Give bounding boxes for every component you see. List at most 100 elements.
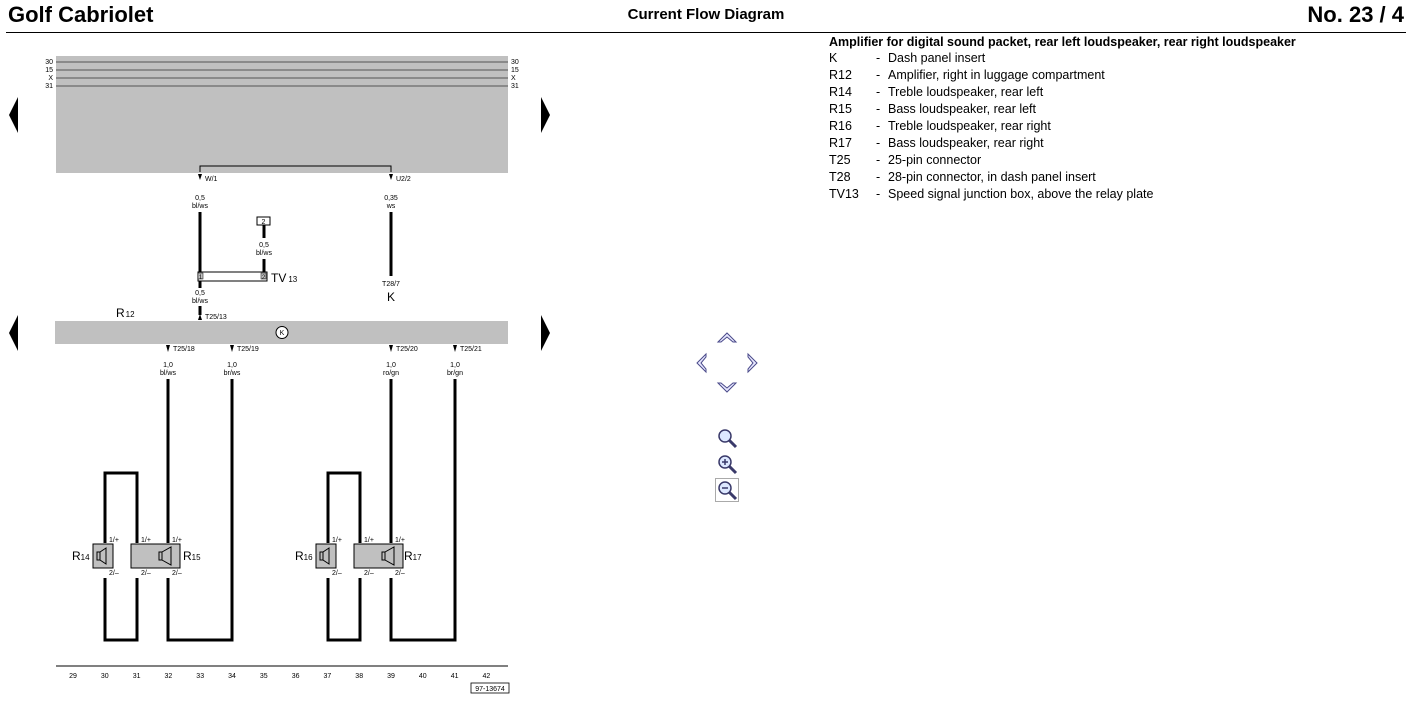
wire-color-w1: bl/ws (192, 203, 208, 210)
bus-label-30-right: 30 (511, 59, 519, 66)
legend-code: K (829, 51, 838, 65)
speaker-r16-label: R16 (295, 549, 313, 563)
legend-item: R17-Bass loudspeaker, rear right (829, 136, 1044, 150)
pan-left-icon[interactable] (694, 352, 708, 374)
wire-size-t25-21: 1,0 (450, 362, 460, 369)
speaker-r17-pin-top-a: 1/+ (364, 537, 374, 544)
wire-color-u22: ws (386, 203, 396, 210)
wiring-diagram: 30 15 X 31 30 15 X 31 W/1 0,5 bl/ws U2/2… (45, 56, 519, 694)
pin-t25-21: T25/21 (460, 346, 482, 353)
power-bus-lines (56, 61, 508, 87)
bus-label-x-left: X (48, 75, 53, 82)
grid-number: 30 (101, 673, 109, 680)
internal-connection (199, 165, 392, 172)
nav-right-icon[interactable] (539, 315, 551, 351)
nav-left-icon[interactable] (8, 97, 20, 133)
grid-number: 36 (292, 673, 300, 680)
legend-description: Bass loudspeaker, rear right (888, 136, 1044, 150)
speaker-r17: R17 1/+ 1/+ 2/– 2/– (353, 537, 422, 577)
legend-item: R12-Amplifier, right in luggage compartm… (829, 68, 1105, 82)
legend-code: R14 (829, 85, 852, 99)
legend-code: T25 (829, 153, 851, 167)
grid-number: 39 (387, 673, 395, 680)
pin-w1: W/1 (205, 176, 218, 183)
wire-size-tv13: 0,5 (259, 242, 269, 249)
legend-item: K-Dash panel insert (829, 51, 986, 65)
wire-color-t25-20: ro/gn (383, 370, 399, 377)
wire-size-u22: 0,35 (384, 195, 398, 202)
zoom-out-icon[interactable] (715, 478, 739, 502)
grid-number: 35 (260, 673, 268, 680)
speaker-r14-pin-bottom: 2/– (109, 570, 119, 577)
pin-t25-20: T25/20 (396, 346, 418, 353)
zoom-icon[interactable] (715, 426, 739, 450)
grid-number: 38 (355, 673, 363, 680)
zoom-in-icon[interactable] (715, 452, 739, 476)
legend-description: Treble loudspeaker, rear right (888, 119, 1051, 133)
speaker-r16: R16 1/+ 2/– (295, 537, 342, 577)
legend-description: Bass loudspeaker, rear left (888, 102, 1036, 116)
component-r12-label: R12 (116, 306, 135, 320)
speaker-r17-pin-bottom-b: 2/– (395, 570, 405, 577)
diagram-type-title: Current Flow Diagram (627, 6, 785, 23)
grid-number: 32 (165, 673, 173, 680)
nav-left-icon[interactable] (8, 315, 20, 351)
speaker-r14-pin-top: 1/+ (109, 537, 119, 544)
grid-number: 37 (324, 673, 332, 680)
legend-description: Amplifier, right in luggage compartment (888, 68, 1105, 82)
legend-description: 25-pin connector (888, 153, 982, 167)
legend-item: TV13-Speed signal junction box, above th… (829, 187, 1154, 201)
page-number: No. 23 / 4 (1307, 2, 1404, 27)
wire-color-t25-21: br/gn (447, 370, 463, 377)
ground-k-symbol-letter: K (280, 330, 285, 337)
wire-size-t25-19: 1,0 (227, 362, 237, 369)
output-connector-t25-20: T25/20 1,0 ro/gn (383, 345, 418, 377)
wire-size-t25-20: 1,0 (386, 362, 396, 369)
legend-item: T28-28-pin connector, in dash panel inse… (829, 170, 1096, 184)
wire-size-r12-in: 0,5 (195, 290, 205, 297)
pin-t25-18: T25/18 (173, 346, 195, 353)
nav-right-icon[interactable] (539, 97, 551, 133)
wire-color-t25-18: bl/ws (160, 370, 176, 377)
pin-t25-13: T25/13 (205, 314, 227, 321)
connector-w1: W/1 0,5 bl/ws (192, 174, 218, 210)
tv13-pin-1: 1 (199, 275, 203, 281)
speaker-wiring (103, 379, 457, 642)
legend-code: T28 (829, 170, 851, 184)
legend-title: Amplifier for digital sound packet, rear… (829, 35, 1296, 49)
speaker-r16-pin-top: 1/+ (332, 537, 342, 544)
speaker-r17-label: R17 (404, 549, 422, 563)
speaker-r15-pin-top-b: 1/+ (172, 537, 182, 544)
reference-code-box (470, 682, 510, 694)
pan-down-icon[interactable] (716, 381, 738, 395)
grid-number: 33 (196, 673, 204, 680)
speaker-r15-label: R15 (183, 549, 201, 563)
wire-color-tv13: bl/ws (256, 250, 272, 257)
pan-right-icon[interactable] (746, 352, 760, 374)
legend-description: Speed signal junction box, above the rel… (888, 187, 1154, 201)
speaker-r16-pin-bottom: 2/– (332, 570, 342, 577)
legend-code: R17 (829, 136, 852, 150)
legend-description: Dash panel insert (888, 51, 986, 65)
pan-up-icon[interactable] (716, 330, 738, 344)
speaker-r17-pin-bottom-a: 2/– (364, 570, 374, 577)
tv13-terminal-number: 2 (262, 219, 266, 226)
document-title: Golf Cabriolet (8, 2, 154, 27)
ground-k-symbol (275, 326, 289, 339)
legend-code: TV13 (829, 187, 859, 201)
tv13-junction-box (197, 271, 268, 282)
legend-item: R15-Bass loudspeaker, rear left (829, 102, 1036, 116)
tv13-pin-2: 2 (262, 275, 266, 281)
connector-u22: U2/2 0,35 ws (384, 174, 411, 210)
speaker-r15-pin-bottom-a: 2/– (141, 570, 151, 577)
pin-t28-7: T28/7 (382, 281, 400, 288)
bus-label-15-right: 15 (511, 67, 519, 74)
grid-number: 41 (451, 673, 459, 680)
output-connector-t25-21: T25/21 1,0 br/gn (447, 345, 482, 377)
speaker-r14-label: R14 (72, 549, 90, 563)
output-connector-t25-18: T25/18 1,0 bl/ws (160, 345, 195, 377)
wire-size-w1: 0,5 (195, 195, 205, 202)
wire-color-r12-in: bl/ws (192, 298, 208, 305)
legend-item: R14-Treble loudspeaker, rear left (829, 85, 1044, 99)
